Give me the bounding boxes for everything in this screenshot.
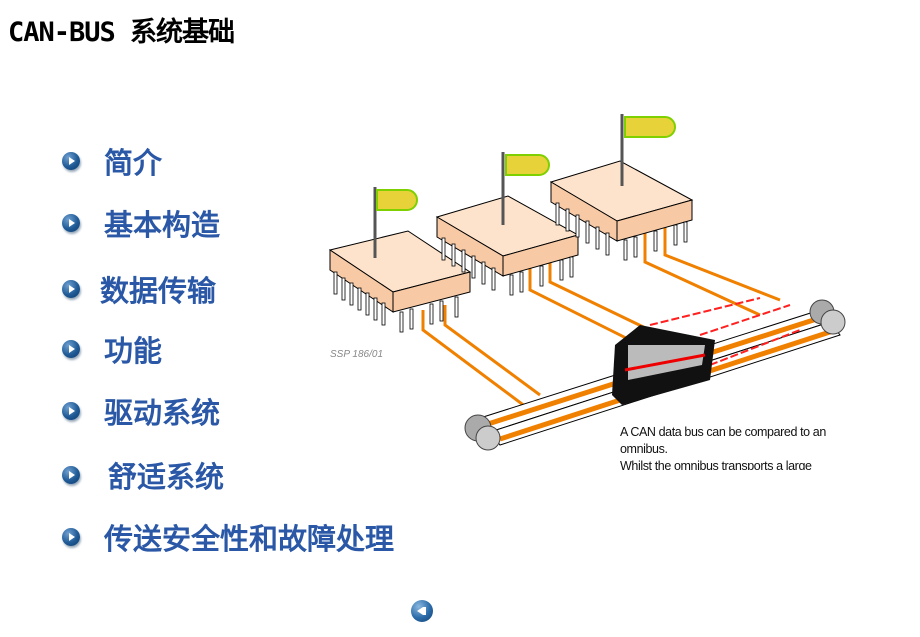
play-bullet-icon: [62, 466, 80, 484]
play-bullet-icon: [62, 340, 80, 358]
menu-label: 驱动系统: [104, 396, 221, 430]
slide-title: CAN-BUS 系统基础: [8, 17, 235, 48]
bus-icon: [612, 325, 715, 405]
menu-label: 功能: [104, 334, 163, 368]
wheel-icon: [475, 425, 501, 451]
menu-label: 传送安全性和故障处理: [104, 522, 395, 556]
flag-icon: [624, 116, 676, 138]
flag-icon: [376, 189, 418, 211]
back-nav-button[interactable]: [411, 600, 433, 622]
menu-item-drive-system[interactable]: 驱动系统: [62, 390, 220, 432]
menu-item-intro[interactable]: 简介: [62, 140, 162, 182]
play-bullet-icon: [62, 214, 80, 232]
control-unit-2: [435, 152, 580, 296]
caption-line: Whilst the omnibus transports a large: [620, 459, 812, 470]
menu-item-comfort-system[interactable]: 舒适系统: [62, 454, 224, 496]
menu-item-data-transfer[interactable]: 数据传输: [62, 268, 216, 310]
caption-line: A CAN data bus can be compared to an: [620, 425, 826, 439]
play-bullet-icon: [62, 152, 80, 170]
play-bullet-icon: [62, 528, 80, 546]
wheel-icon: [820, 309, 846, 335]
figure-source-label: SSP 186/01: [330, 349, 384, 360]
caption-line: omnibus.: [620, 442, 668, 456]
figure-caption: A CAN data bus can be compared to an omn…: [620, 424, 860, 470]
menu-item-function[interactable]: 功能: [62, 328, 162, 370]
control-unit-1: [328, 187, 472, 333]
control-unit-3: [549, 114, 694, 261]
menu-item-safety-fault[interactable]: 传送安全性和故障处理: [62, 516, 394, 558]
menu-label: 简介: [104, 146, 163, 180]
menu-label: 数据传输: [100, 274, 217, 308]
play-bullet-icon: [62, 280, 80, 298]
play-bullet-icon: [62, 402, 80, 420]
data-signal-lines: [649, 297, 801, 366]
menu-item-structure[interactable]: 基本构造: [62, 202, 220, 244]
menu-label: 基本构造: [104, 208, 221, 242]
flag-icon: [505, 154, 550, 176]
menu-label: 舒适系统: [108, 460, 225, 494]
